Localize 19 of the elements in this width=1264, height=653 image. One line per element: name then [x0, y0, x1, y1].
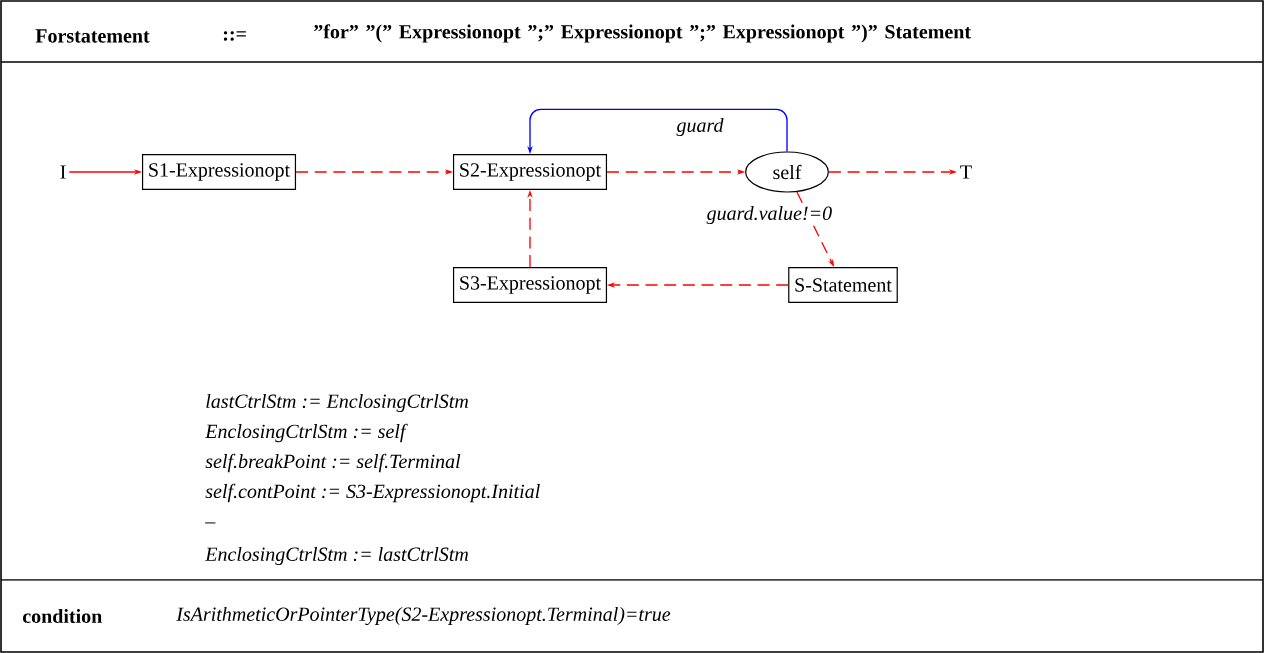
definition-sign: ::= [223, 31, 246, 41]
semantic-rule: EnclosingCtrlStm := self [205, 423, 408, 443]
semantic-rule: EnclosingCtrlStm := lastCtrlStm [205, 546, 468, 566]
process-box: S1-Expressionopt [141, 154, 297, 190]
edge-label: guard [676, 117, 724, 137]
semantic-rule: self.breakPoint := self.Terminal [205, 453, 461, 473]
process-box: S-Statement [788, 267, 898, 303]
grammar-rule: ”for” ”(” Expressionopt ”;” Expressionopt ”;” Expressionopt ”)” Statement [314, 24, 971, 43]
terminal-label: T [960, 165, 972, 179]
rule-name: Forstatement [35, 29, 150, 43]
condition-text: IsArithmeticOrPointerType(S2-Expressionopt.Terminal)=true [176, 606, 671, 626]
process-box: S2-Expressionopt [452, 154, 608, 190]
separator-dash: – [205, 522, 216, 524]
edge-label: guard.value!=0 [706, 205, 832, 225]
semantic-rule: self.contPoint := S3-Expressionopt.Initial [205, 483, 540, 503]
semantic-rule: lastCtrlStm := EnclosingCtrlStm [206, 393, 468, 413]
condition-keyword: condition [22, 608, 102, 623]
process-box: S3-Expressionopt [452, 267, 608, 303]
terminal-label: I [60, 165, 66, 179]
